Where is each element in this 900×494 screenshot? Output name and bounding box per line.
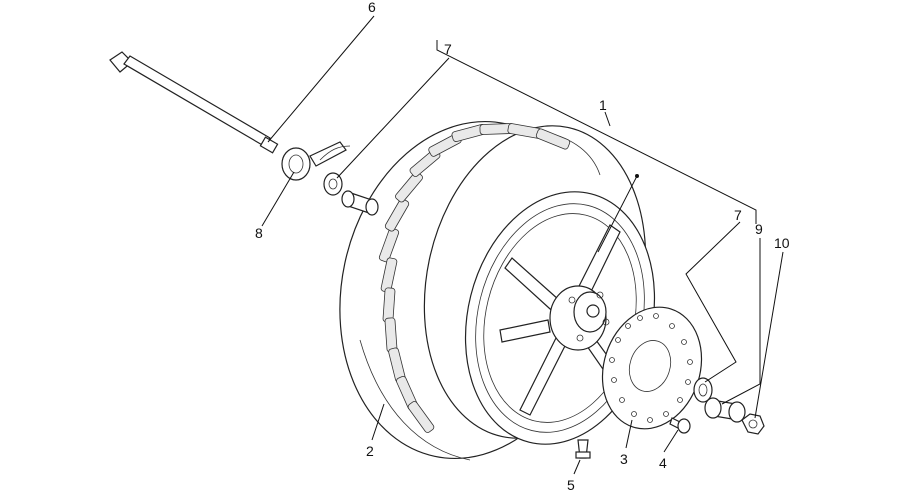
axle-spacer <box>704 397 746 423</box>
upper-bearing <box>323 172 343 196</box>
spacer-bushing <box>341 190 379 216</box>
wheel-axle <box>109 51 279 154</box>
callout-3: 3 <box>620 451 628 467</box>
callout-5: 5 <box>567 477 575 493</box>
disc-screw <box>669 417 691 434</box>
disc-holes <box>609 313 693 423</box>
tire-tread <box>378 123 571 433</box>
tire-valve <box>575 439 591 459</box>
callout-7-lower: 7 <box>734 207 742 223</box>
axle-nut <box>741 413 765 435</box>
callout-7-upper: 7 <box>444 41 452 57</box>
wheel-hub <box>549 285 610 351</box>
callout-8: 8 <box>255 225 263 241</box>
callout-9: 9 <box>755 221 763 237</box>
callout-2: 2 <box>366 443 374 459</box>
lower-bearing <box>693 377 713 403</box>
callouts: 6 7 1 8 7 9 10 2 3 4 5 <box>255 0 790 493</box>
callout-1: 1 <box>599 97 607 113</box>
callout-10: 10 <box>774 235 790 251</box>
speedometer-drive <box>281 141 351 181</box>
callout-4: 4 <box>659 455 667 471</box>
callout-6: 6 <box>368 0 376 15</box>
leader-lines <box>261 15 784 475</box>
